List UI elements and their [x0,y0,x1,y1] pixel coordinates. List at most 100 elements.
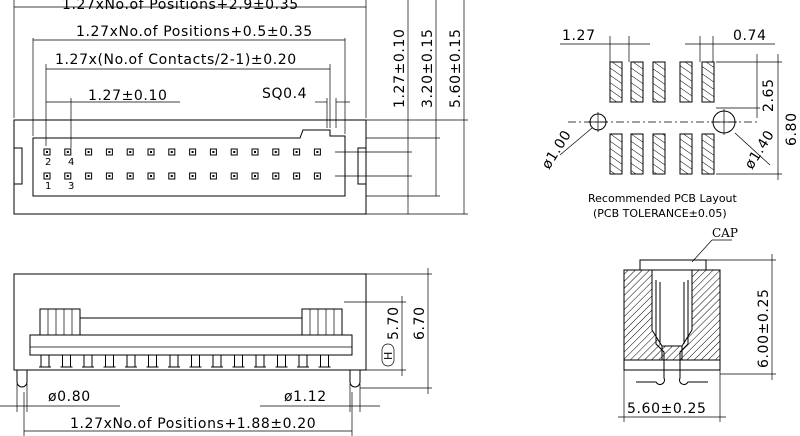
front-pin-leg [126,354,136,368]
pin-square-center [150,175,152,177]
pin-label-3: 3 [68,181,74,192]
dim-pcb-pitch: 1.27 [562,28,596,44]
front-pin-leg [40,354,50,368]
pin-square [85,148,93,156]
pin-square [64,172,72,180]
pin-square-center [191,175,194,177]
pin-square [251,172,259,180]
pcb-layout: 1.27 0.74 2.65 6.80 ø1.00 ø1.40 Recommen… [539,28,800,220]
dim-front-bottom-width: 1.27xNo.of Positions+1.88±0.20 [70,416,316,432]
pin-square-center [295,151,298,153]
h-marker [381,343,395,367]
pcb-caption-title: Recommended PCB Layout [588,192,738,205]
pin-square [272,172,280,180]
top-view: 2 4 1 3 1.27xNo.of Positions+2.9±0.35 1.… [13,0,468,215]
dim-pcb-span: 6.80 [784,112,800,146]
pin-square [209,172,217,180]
pin-square-center [212,151,215,153]
pin-square-center [46,151,48,153]
dim-pcb-gap: 2.65 [761,78,777,112]
right-boss [349,370,361,388]
dim-hole-large: ø1.40 [742,127,778,172]
pcb-pad [652,133,666,175]
pin-square-center [66,175,69,177]
pin-array [43,148,321,180]
pin-square-center [212,175,215,177]
h-marker-label: H [382,352,395,360]
pin-square [209,148,217,156]
pcb-pad [609,133,623,175]
pin-square-center [170,151,173,153]
front-pin-leg [277,354,286,368]
left-boss [16,370,28,388]
pin-square-center [254,175,256,177]
dim-overall-width: 1.27xNo.of Positions+2.9±0.35 [62,0,299,13]
pin-square-center [150,151,152,153]
pin-square [126,148,134,156]
dim-side-height: 6.00±0.25 [756,289,772,368]
pcb-pad [679,133,693,175]
pin-label-1: 1 [45,181,51,192]
dim-pcb-pad: 0.74 [733,28,767,44]
pin-square [313,148,321,156]
pin-square [85,172,93,180]
pcb-pad [701,133,715,175]
front-pin-leg [148,354,157,368]
front-pin-leg [255,354,265,368]
pin-square-center [254,151,256,153]
dim-row-pitch: 1.27±0.10 [392,29,408,108]
dim-height-5-60: 5.60±0.15 [448,29,464,108]
pin-square-center [108,151,111,153]
dim-side-width: 5.60±0.25 [627,401,706,417]
dim-positions-width: 1.27xNo.of Positions+0.5±0.35 [76,24,313,40]
left-latch [39,308,81,336]
pin-square-center [316,175,319,177]
front-view: 5.70 6.70 H ø0.80 ø1.12 1.27xNo.of Posit… [0,268,432,436]
front-pin-leg [105,354,114,368]
dim-square-pin: SQ0.4 [262,86,307,102]
top-housing [32,129,346,197]
pin-square-center [66,151,69,153]
pin-square-center [191,151,194,153]
pin-square [293,172,301,180]
pin-square [230,172,238,180]
pin-label-2: 2 [45,157,51,168]
pin-square [126,172,134,180]
pin-square [230,148,238,156]
dim-front-height-6-70: 6.70 [412,306,428,340]
pin-square [168,172,176,180]
pin-square-center [108,175,111,177]
pin-square-center [274,151,277,153]
pin-square [168,148,176,156]
front-pin-leg [212,354,222,368]
pin-square [64,148,72,156]
pin-square-center [87,175,90,177]
side-contact-left [636,280,665,385]
pin-label-4: 4 [68,157,74,168]
right-notch [357,147,366,185]
top-body-outline [13,119,367,215]
pcb-pad [630,61,644,103]
front-housing [29,334,353,356]
pcb-pads [609,61,715,175]
pin-square-center [129,175,132,177]
pin-square [105,172,113,180]
pcb-pad [701,61,715,103]
pcb-pad [630,133,644,175]
pin-square-center [233,151,236,153]
pin-square-center [316,151,319,153]
pin-square-center [129,151,132,153]
pin-square [105,148,113,156]
front-body-outline [13,273,367,371]
front-pins [39,354,331,368]
front-pin-leg [62,354,71,368]
front-pin-leg [298,354,308,368]
pin-square [293,148,301,156]
dim-hole-1-12: ø1.12 [284,389,327,405]
pin-square [43,148,51,156]
pcb-caption-tolerance: (PCB TOLERANCE±0.05) [593,207,727,220]
front-pin-leg [83,354,93,368]
pin-square-center [170,175,173,177]
front-pin-leg [191,354,200,368]
